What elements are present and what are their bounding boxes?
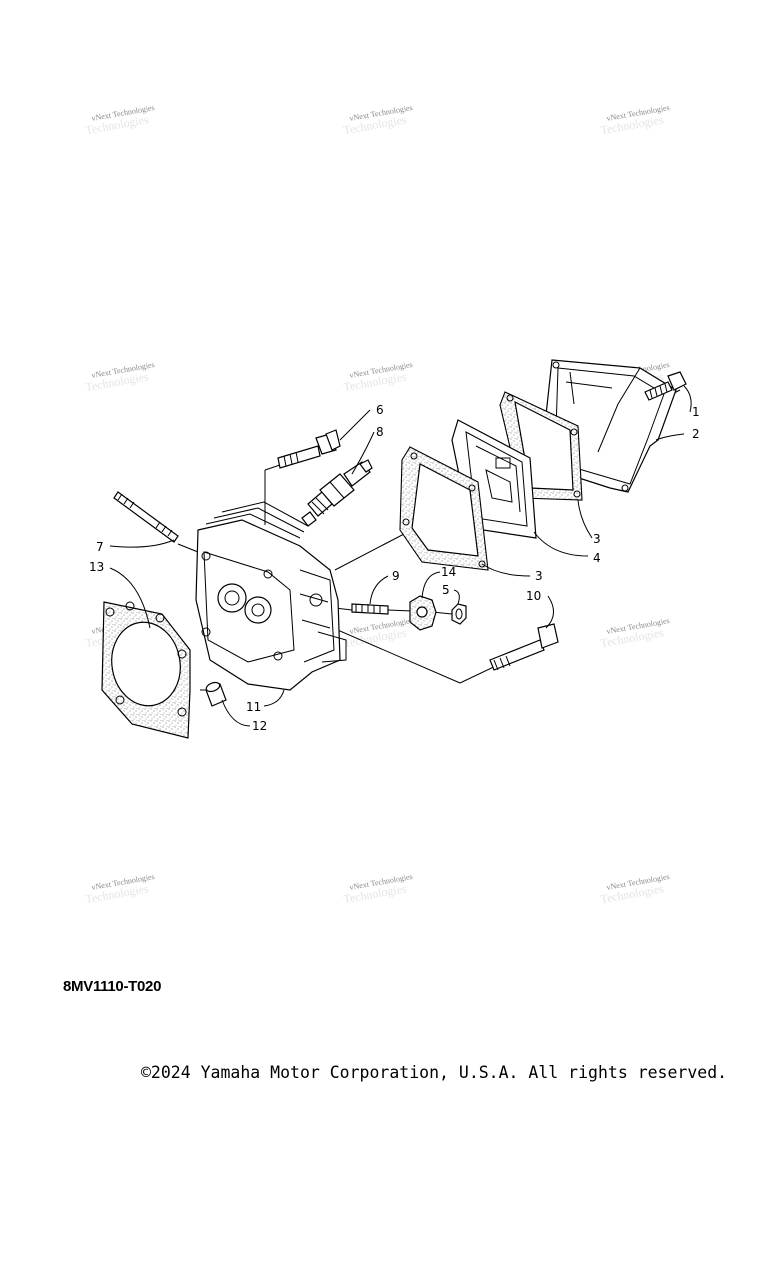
- callout-5: 5: [442, 583, 450, 597]
- callout-14: 14: [441, 565, 456, 579]
- watermark: Technologies vNext Technologies: [342, 360, 413, 394]
- exhaust-gasket: [409, 595, 437, 631]
- watermark: Technologies vNext Technologies: [599, 103, 670, 137]
- callout-8: 8: [376, 425, 384, 439]
- callout-9: 9: [392, 569, 400, 583]
- callout-6: 6: [376, 403, 384, 417]
- callout-3: 3: [535, 569, 543, 583]
- stud-bolt: [113, 491, 179, 543]
- callout-3: 3: [593, 532, 601, 546]
- watermark: Technologies vNext Technologies: [84, 360, 155, 394]
- leader-lines: [109, 385, 692, 727]
- callout-11: 11: [246, 700, 261, 714]
- callout-4: 4: [593, 551, 601, 565]
- copyright-notice: ©2024 Yamaha Motor Corporation, U.S.A. A…: [141, 1063, 728, 1082]
- long-bolt: [489, 623, 559, 671]
- spark-plug: [301, 459, 373, 527]
- watermark: Technologies vNext Technologies: [342, 616, 413, 650]
- watermark: Technologies vNext Technologies: [342, 103, 413, 137]
- callout-7: 7: [96, 540, 104, 554]
- gasket-lower: [399, 446, 489, 571]
- cover-bolt: [644, 371, 687, 401]
- hex-nut: [451, 603, 467, 625]
- watermark: Technologies vNext Technologies: [599, 616, 670, 650]
- head-gasket: [101, 601, 191, 739]
- watermark: Technologies vNext Technologies: [84, 872, 155, 906]
- callout-1: 1: [692, 405, 700, 419]
- watermark-grid: Technologies vNext Technologies Technolo…: [84, 103, 670, 906]
- callout-10: 10: [526, 589, 541, 603]
- cylinder-head: [195, 501, 347, 691]
- watermark: Technologies vNext Technologies: [84, 103, 155, 137]
- watermark: Technologies vNext Technologies: [342, 872, 413, 906]
- diagram-part-code: 8MV1110-T020: [63, 978, 162, 995]
- callout-12: 12: [252, 719, 267, 733]
- head-bolt: [277, 429, 341, 469]
- callout-13: 13: [89, 560, 104, 574]
- watermark: Technologies vNext Technologies: [599, 872, 670, 906]
- callout-2: 2: [692, 427, 700, 441]
- exhaust-stud: [351, 603, 389, 615]
- callout-labels: 1 2 3 4 3 5 6 7 8 9 10 11 12 13 14: [89, 403, 700, 733]
- dowel-pin: [205, 681, 227, 707]
